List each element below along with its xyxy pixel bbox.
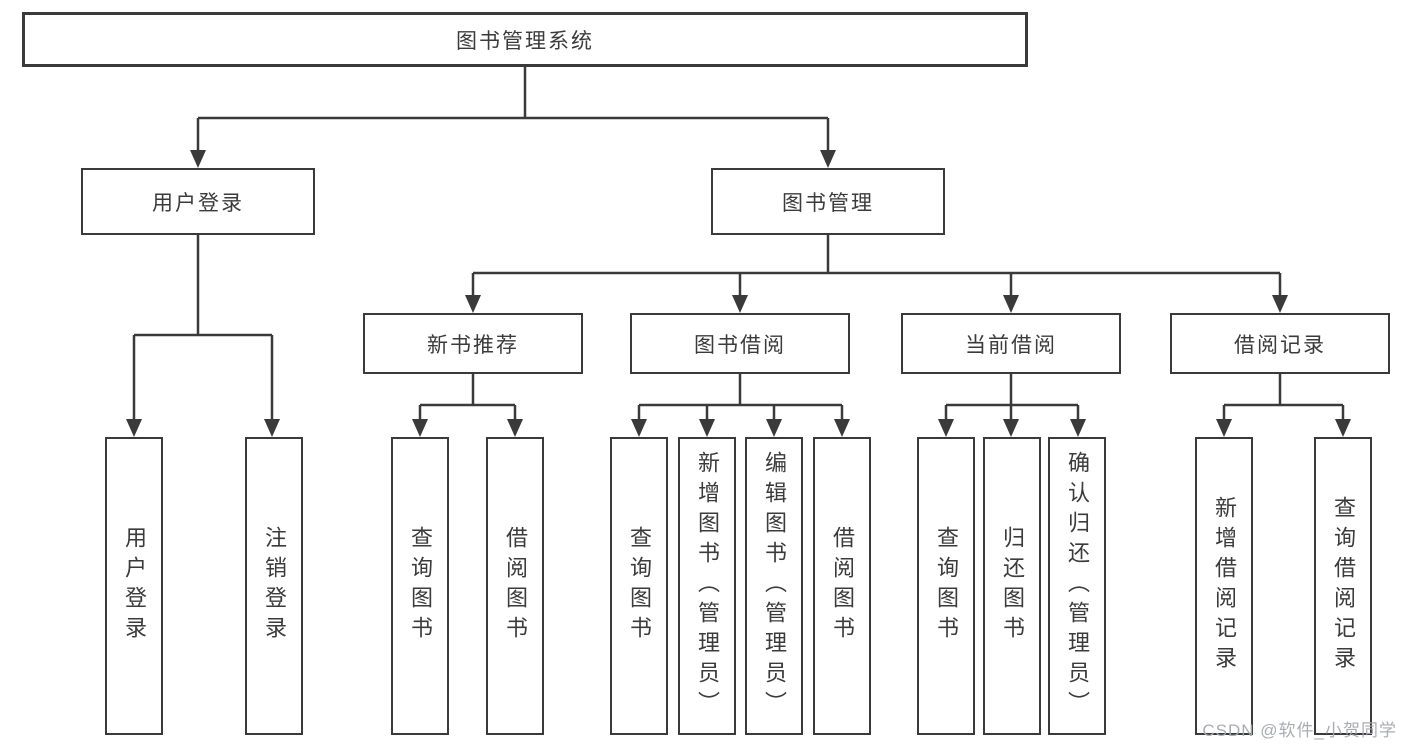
leaf-label: 借阅图书 <box>503 526 528 646</box>
leaf-cb-confirm-return-admin: 确认归还（管理员） <box>1048 437 1106 735</box>
leaf-label: 用户登录 <box>122 526 147 646</box>
leaf-label: 新增图书（管理员） <box>695 451 720 721</box>
leaf-cb-return-books: 归还图书 <box>983 437 1041 735</box>
leaf-user-login: 用户登录 <box>105 437 163 735</box>
node-current-borrow: 当前借阅 <box>901 313 1121 374</box>
node-borrow-records: 借阅记录 <box>1170 313 1390 374</box>
leaf-bb-query-books: 查询图书 <box>610 437 668 735</box>
leaf-nb-borrow-books: 借阅图书 <box>486 437 544 735</box>
leaf-label: 注销登录 <box>262 526 287 646</box>
leaf-label: 归还图书 <box>1000 526 1025 646</box>
leaf-label: 查询图书 <box>627 526 652 646</box>
leaf-label: 查询图书 <box>408 526 433 646</box>
node-user-login: 用户登录 <box>81 168 315 235</box>
leaf-label: 借阅图书 <box>830 526 855 646</box>
leaf-bb-borrow-books: 借阅图书 <box>813 437 871 735</box>
leaf-bb-edit-books-admin: 编辑图书（管理员） <box>745 437 803 735</box>
leaf-bb-add-books-admin: 新增图书（管理员） <box>678 437 736 735</box>
leaf-logout: 注销登录 <box>245 437 303 735</box>
leaf-label: 新增借阅记录 <box>1212 496 1237 676</box>
node-book-management: 图书管理 <box>711 168 945 235</box>
leaf-label: 查询图书 <box>934 526 959 646</box>
csdn-watermark: CSDN @软件_小贺同学 <box>1202 721 1397 740</box>
node-new-book-recommend: 新书推荐 <box>363 313 583 374</box>
leaf-br-add-borrow-record: 新增借阅记录 <box>1195 437 1253 735</box>
leaf-cb-query-books: 查询图书 <box>917 437 975 735</box>
leaf-br-query-borrow-record: 查询借阅记录 <box>1314 437 1372 735</box>
node-book-borrow: 图书借阅 <box>630 313 850 374</box>
leaf-label: 确认归还（管理员） <box>1065 451 1090 721</box>
node-root: 图书管理系统 <box>22 12 1028 67</box>
leaf-label: 查询借阅记录 <box>1331 496 1356 676</box>
leaf-label: 编辑图书（管理员） <box>762 451 787 721</box>
leaf-nb-query-books: 查询图书 <box>391 437 449 735</box>
